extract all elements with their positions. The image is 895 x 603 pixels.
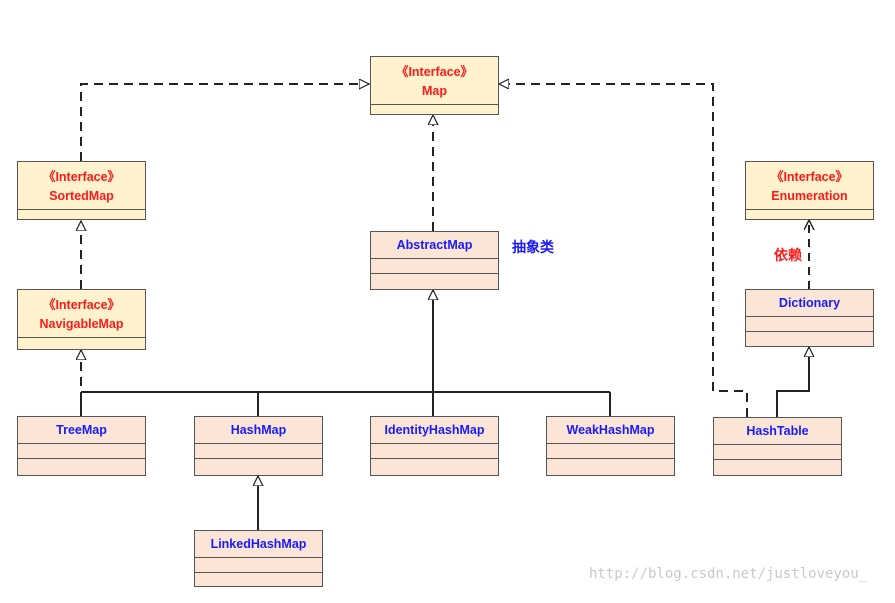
dependency-note: 依赖 bbox=[774, 247, 802, 263]
class-name: WeakHashMap bbox=[566, 423, 655, 437]
class-name: Dictionary bbox=[778, 296, 841, 310]
class-name: HashTable bbox=[746, 424, 809, 438]
class-name: LinkedHashMap bbox=[210, 537, 307, 551]
attribute-compartment bbox=[371, 443, 498, 458]
attribute-compartment bbox=[746, 209, 873, 218]
method-compartment bbox=[195, 458, 322, 473]
method-compartment bbox=[714, 459, 841, 474]
interface-name: Map bbox=[422, 84, 447, 98]
method-compartment bbox=[371, 458, 498, 473]
method-compartment bbox=[746, 331, 873, 346]
treemap-class-box: TreeMap bbox=[17, 416, 146, 476]
watermark: http://blog.csdn.net/justloveyou_ bbox=[589, 566, 868, 582]
method-compartment bbox=[547, 458, 674, 473]
map-interface-box: 《Interface》 Map bbox=[370, 56, 499, 115]
class-name: IdentityHashMap bbox=[384, 423, 485, 437]
attribute-compartment bbox=[714, 444, 841, 459]
method-compartment bbox=[18, 458, 145, 473]
stereotype-label: 《Interface》 bbox=[42, 170, 121, 184]
attribute-compartment bbox=[18, 209, 145, 218]
stereotype-label: 《Interface》 bbox=[395, 65, 474, 79]
sortedmap-interface-box: 《Interface》 SortedMap bbox=[17, 161, 146, 220]
navigablemap-interface-box: 《Interface》 NavigableMap bbox=[17, 289, 146, 350]
edge-sortedmap-map bbox=[80, 84, 369, 161]
class-name: HashMap bbox=[230, 423, 287, 437]
attribute-compartment bbox=[195, 557, 322, 572]
navigablemap-interface-header: 《Interface》 NavigableMap bbox=[18, 290, 145, 337]
attribute-compartment bbox=[18, 443, 145, 458]
interface-name: NavigableMap bbox=[39, 317, 124, 331]
method-compartment bbox=[371, 273, 498, 288]
map-interface-header: 《Interface》 Map bbox=[371, 57, 498, 104]
interface-name: SortedMap bbox=[49, 189, 114, 203]
hashmap-class-box: HashMap bbox=[194, 416, 323, 476]
method-compartment bbox=[195, 572, 322, 587]
linkedhashmap-class-box: LinkedHashMap bbox=[194, 530, 323, 587]
attribute-compartment bbox=[18, 337, 145, 346]
hashtable-class-box: HashTable bbox=[713, 417, 842, 476]
sortedmap-interface-header: 《Interface》 SortedMap bbox=[18, 162, 145, 209]
class-name: AbstractMap bbox=[396, 238, 473, 252]
class-name: TreeMap bbox=[56, 423, 107, 437]
attribute-compartment bbox=[371, 258, 498, 273]
enumeration-interface-header: 《Interface》 Enumeration bbox=[746, 162, 873, 209]
edge-hashtable-dictionary bbox=[776, 347, 809, 417]
attribute-compartment bbox=[371, 104, 498, 113]
abstractmap-class-box: AbstractMap bbox=[370, 231, 499, 290]
enumeration-interface-box: 《Interface》 Enumeration bbox=[745, 161, 874, 220]
edge-hashtable-map bbox=[499, 84, 748, 417]
stereotype-label: 《Interface》 bbox=[42, 298, 121, 312]
weakhashmap-class-box: WeakHashMap bbox=[546, 416, 675, 476]
identityhashmap-class-box: IdentityHashMap bbox=[370, 416, 499, 476]
abstract-class-note: 抽象类 bbox=[512, 239, 554, 255]
attribute-compartment bbox=[746, 316, 873, 331]
attribute-compartment bbox=[195, 443, 322, 458]
dictionary-class-box: Dictionary bbox=[745, 289, 874, 347]
interface-name: Enumeration bbox=[771, 189, 848, 203]
stereotype-label: 《Interface》 bbox=[770, 170, 849, 184]
attribute-compartment bbox=[547, 443, 674, 458]
